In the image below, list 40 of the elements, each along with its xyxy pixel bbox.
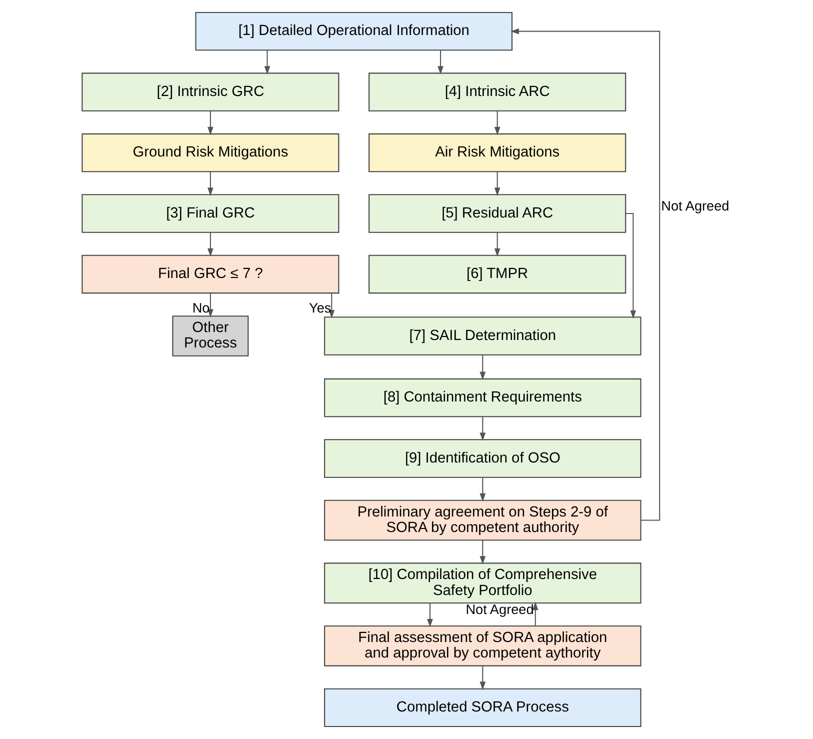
arrow [494,172,500,196]
arrow [328,293,335,318]
node-box: Final GRC ≤ 7 ? [82,254,340,294]
edge-label: No [192,300,210,316]
node-box: Other Process [172,316,249,356]
node-box: [6] TMPR [368,254,626,294]
arrow [480,540,486,564]
node-box: [1] Detailed Operational Information [195,12,512,51]
arrow [208,172,214,196]
arrow [494,232,500,257]
arrow [264,50,270,75]
node-box: Air Risk Mitigations [368,133,626,172]
node-box: Preliminary agreement on Steps 2-9 of SORA by competent authority [324,500,642,541]
arrow [532,602,538,626]
arrow [208,232,214,257]
arrow [480,416,486,441]
arrow [494,110,500,136]
node-box: [7] SAIL Determination [324,316,642,356]
arrow [208,293,214,318]
arrow [626,212,636,319]
edge-label: Yes [309,300,332,316]
node-box: Final assessment of SORA application and approval by competent aythority [324,626,642,666]
node-box: Ground Risk Mitigations [82,133,340,172]
edge-label: Not Agreed [466,602,534,617]
arrow [510,28,660,521]
arrow [480,477,486,502]
node-box: [10] Compilation of Comprehensive Safety Portfolio [324,562,642,604]
edge-label: Not Agreed [661,198,730,214]
node-box: [3] Final GRC [82,194,340,233]
node-box: [4] Intrinsic ARC [368,72,626,112]
node-box: [8] Containment Requirements [324,378,642,418]
node-box: Completed SORA Process [324,688,642,728]
arrow [427,603,433,628]
arrow [480,354,486,380]
arrow [480,666,486,690]
arrow [208,110,214,136]
arrow [438,50,444,75]
node-box: [5] Residual ARC [368,194,626,233]
node-box: [2] Intrinsic GRC [82,72,340,112]
node-box: [9] Identification of OSO [324,439,642,478]
